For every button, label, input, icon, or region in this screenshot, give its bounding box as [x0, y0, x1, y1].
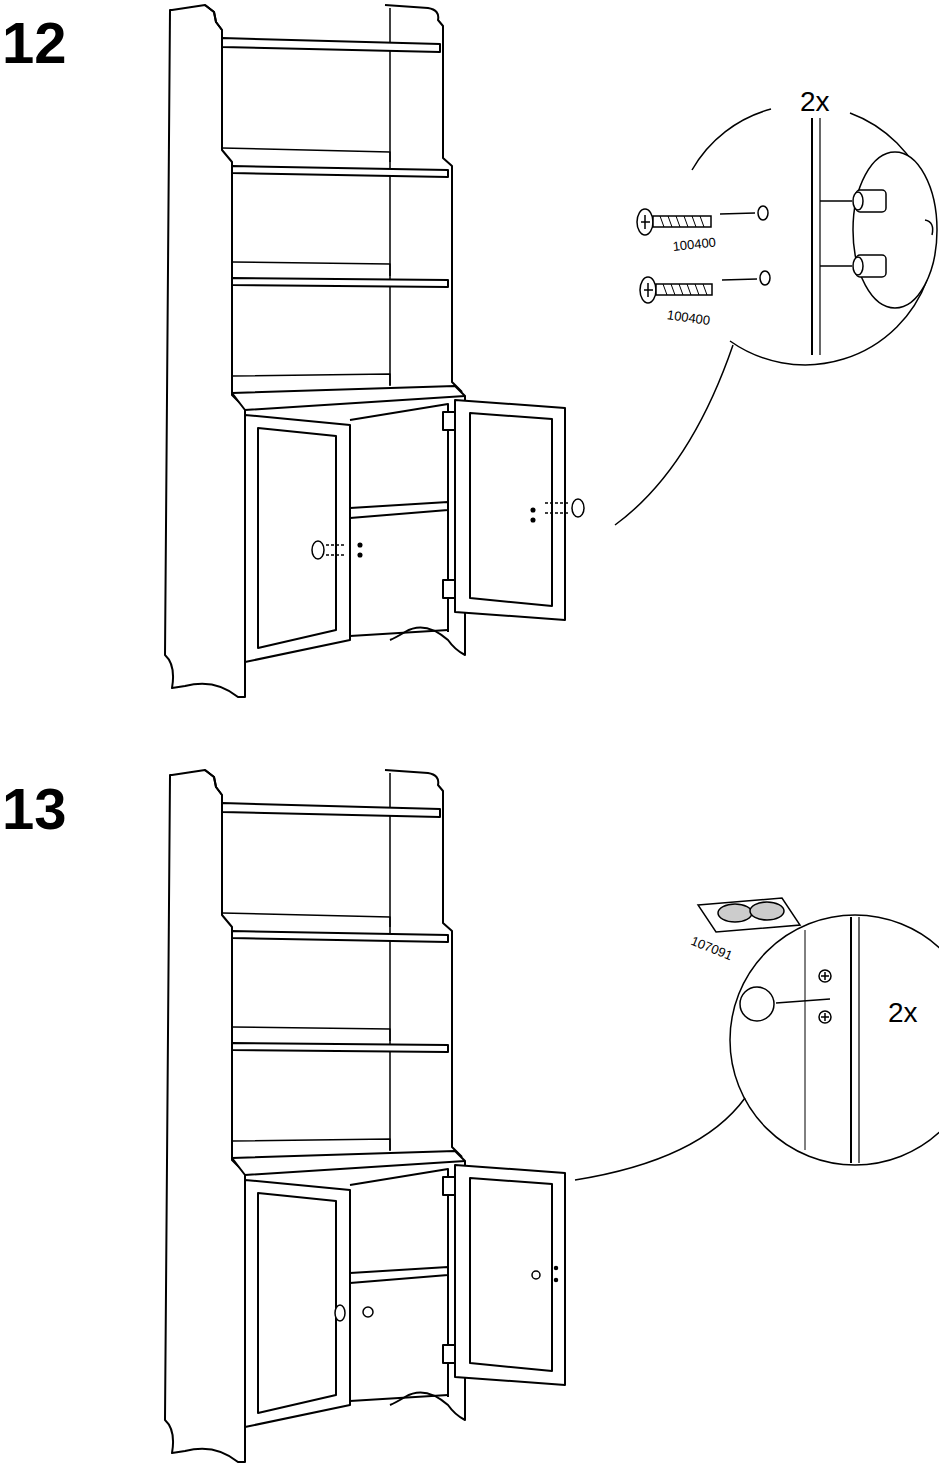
- cabinet-drawing: [165, 770, 565, 1462]
- cabinet-drawing: [165, 5, 565, 697]
- bumper-detail: [698, 898, 859, 1163]
- part-number: 107091: [689, 934, 734, 962]
- screw-detail: [637, 118, 937, 355]
- step-number: 12: [2, 14, 67, 72]
- quantity-label: 2x: [800, 88, 830, 116]
- callout-circle: [575, 915, 939, 1180]
- quantity-label: 2x: [888, 999, 918, 1027]
- step-number: 13: [2, 780, 67, 838]
- bumper-detail: [335, 1267, 558, 1322]
- knob-detail: [312, 499, 584, 559]
- part-number: 100400: [672, 235, 717, 252]
- part-number: 100400: [666, 308, 711, 327]
